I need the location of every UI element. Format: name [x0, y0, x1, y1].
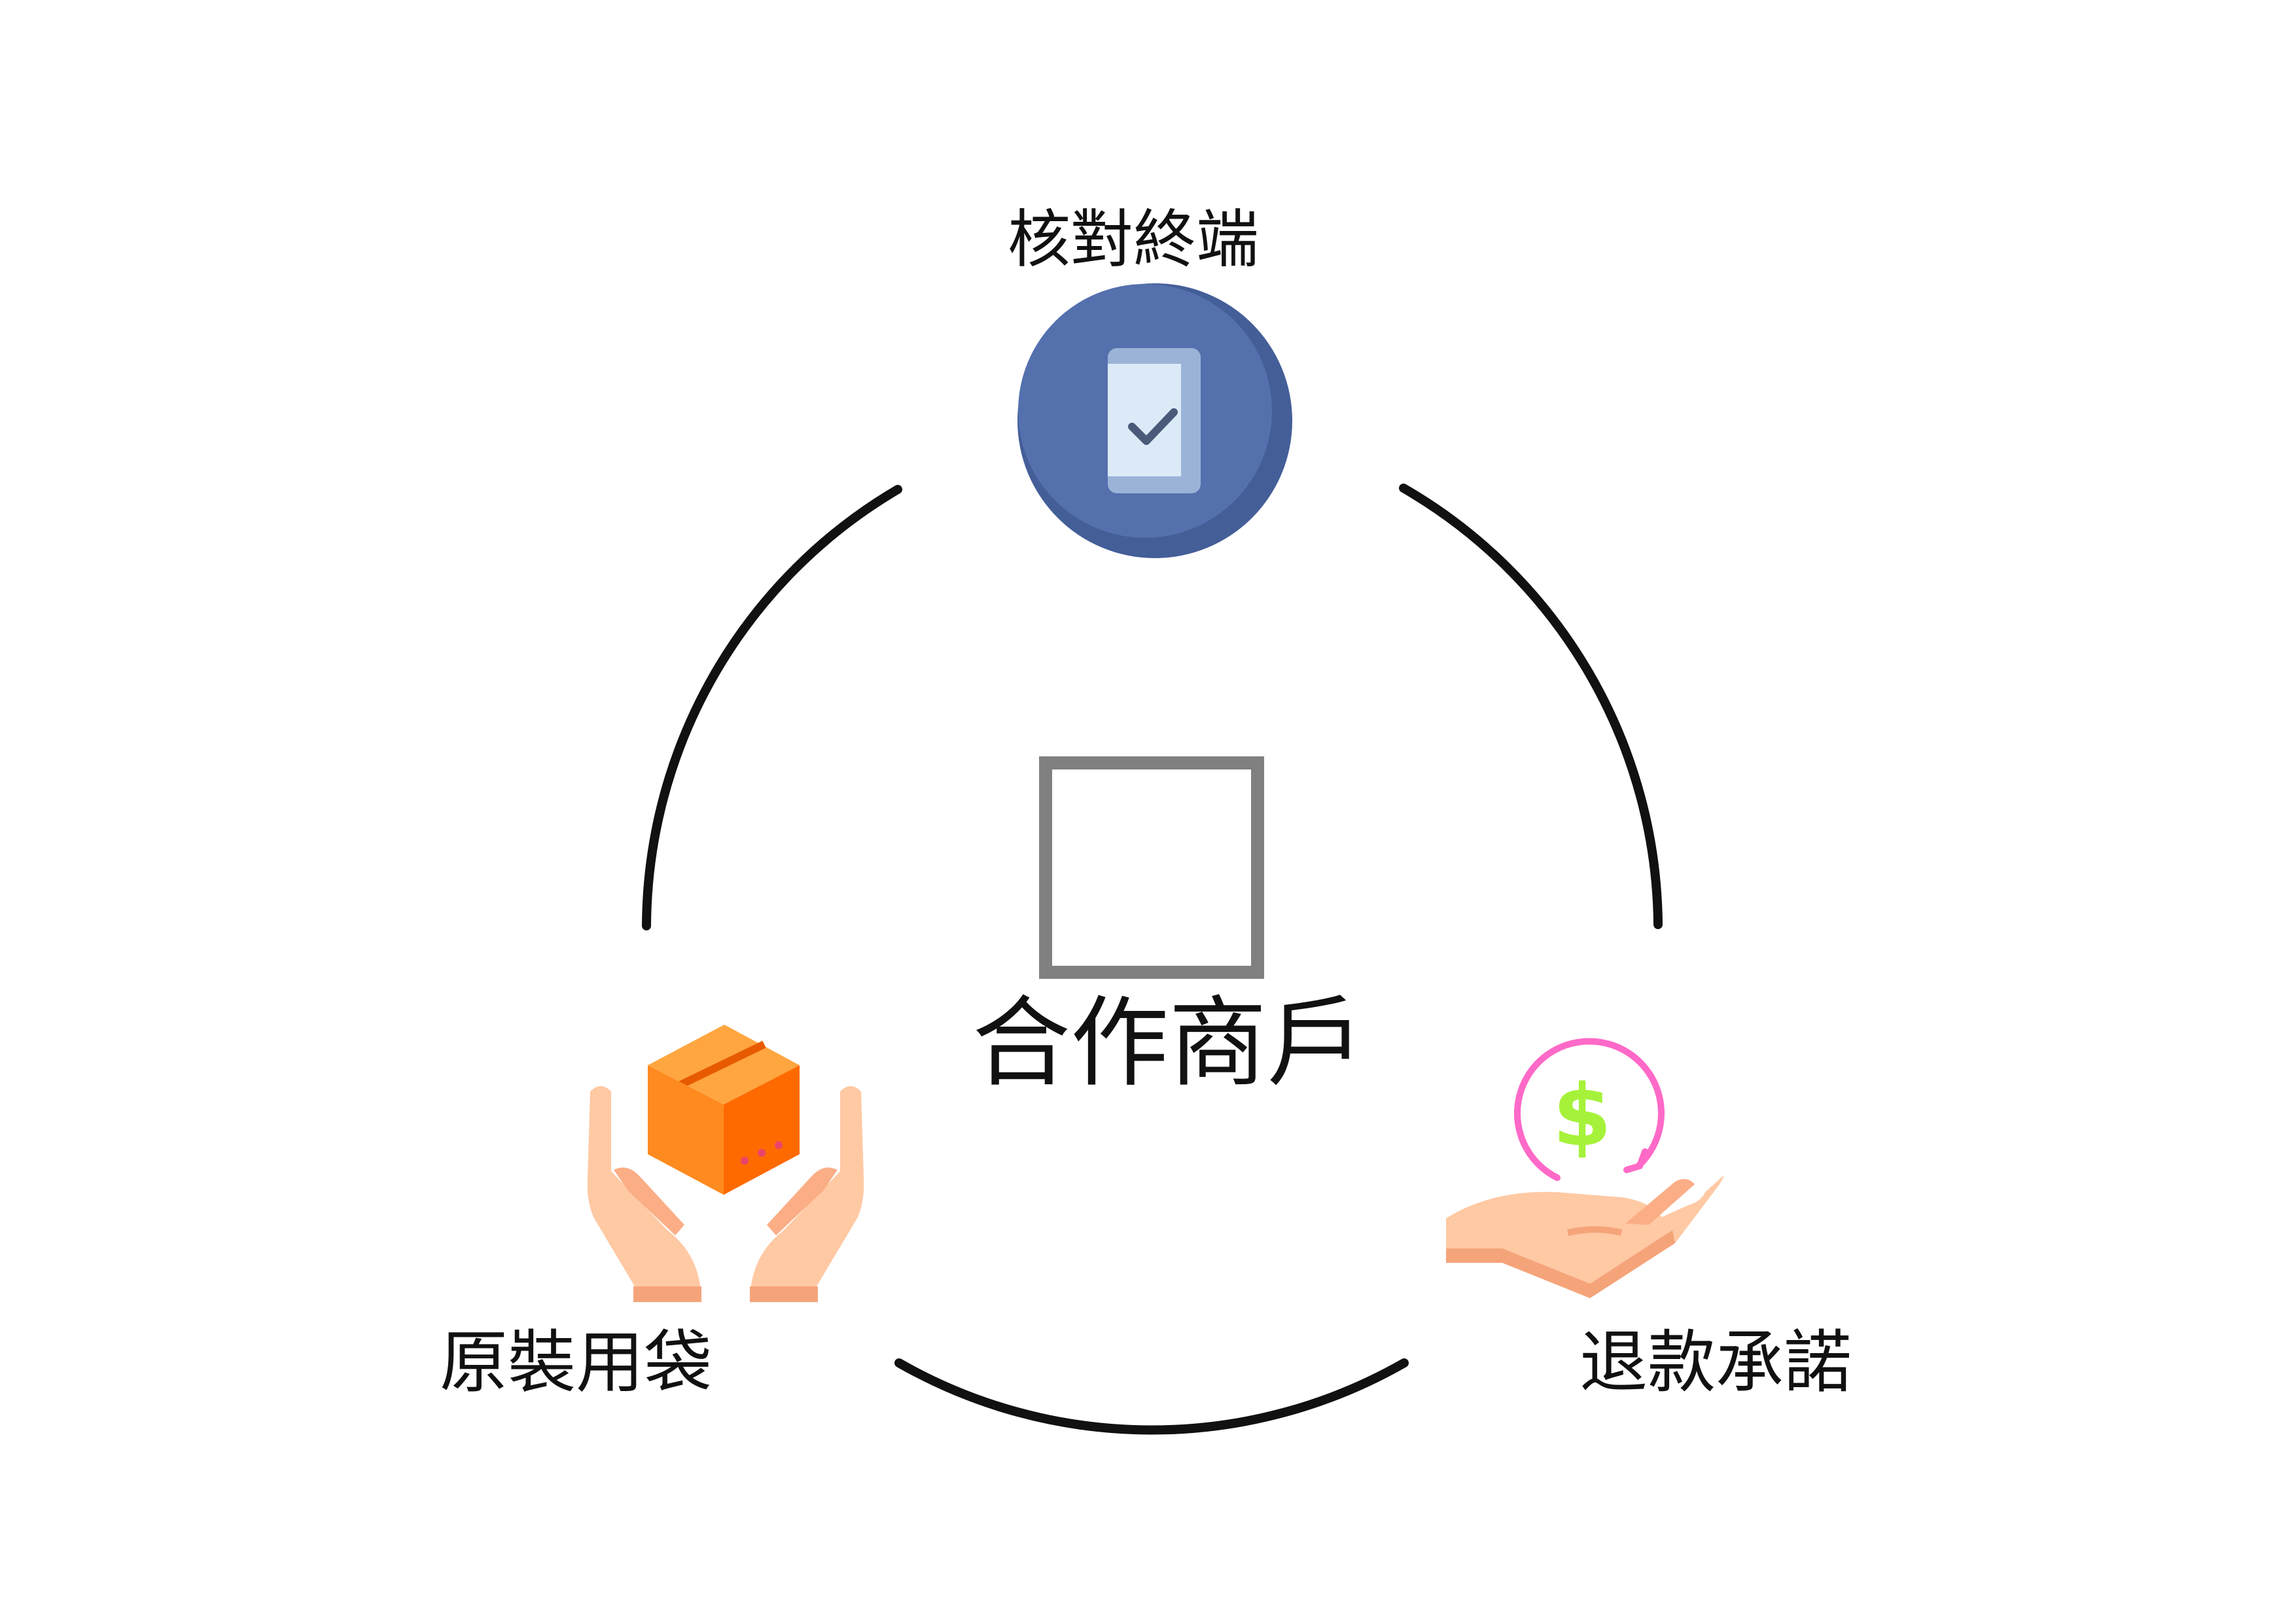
- hand-money-refund-icon: $: [1446, 1038, 1723, 1298]
- arc-right: [1399, 484, 1663, 929]
- phone-check-icon: [1017, 283, 1292, 558]
- center-title: 合作商戶: [972, 987, 1366, 1101]
- svg-text:$: $: [1553, 1066, 1612, 1165]
- arc-left: [642, 485, 902, 930]
- node-label-top: 核對終端: [1008, 203, 1259, 276]
- arc-bottom: [894, 1358, 1409, 1435]
- node-label-right: 退款承諾: [1580, 1322, 1852, 1402]
- empty-square-icon: [1039, 756, 1264, 979]
- hands-box-icon: [587, 1025, 864, 1302]
- node-label-left: 原裝用袋: [440, 1322, 713, 1402]
